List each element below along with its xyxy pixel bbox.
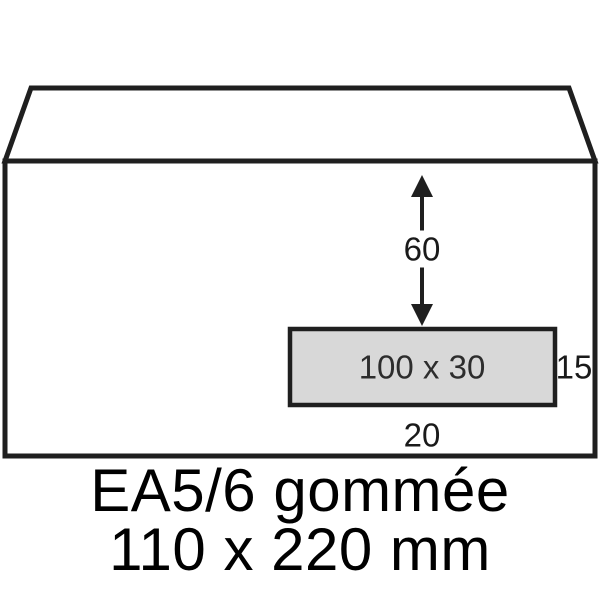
- dimension-top-offset-label: 60: [399, 230, 445, 268]
- arrow-down-icon: [411, 304, 433, 326]
- arrow-up-icon: [411, 175, 433, 197]
- envelope-dimensions-text: 110 x 220 mm: [109, 516, 491, 583]
- dimension-right-offset-label: 15: [555, 348, 593, 386]
- caption-block: EA5/6 gommée 110 x 220 mm: [0, 457, 600, 583]
- address-window: [287, 326, 558, 408]
- envelope-body: [2, 158, 598, 459]
- envelope-flap: [1, 85, 599, 164]
- envelope-type-title: EA5/6 gommée: [90, 457, 510, 524]
- dimension-bottom-offset-label: 20: [403, 416, 441, 454]
- window-size-label: 100 x 30: [358, 348, 486, 386]
